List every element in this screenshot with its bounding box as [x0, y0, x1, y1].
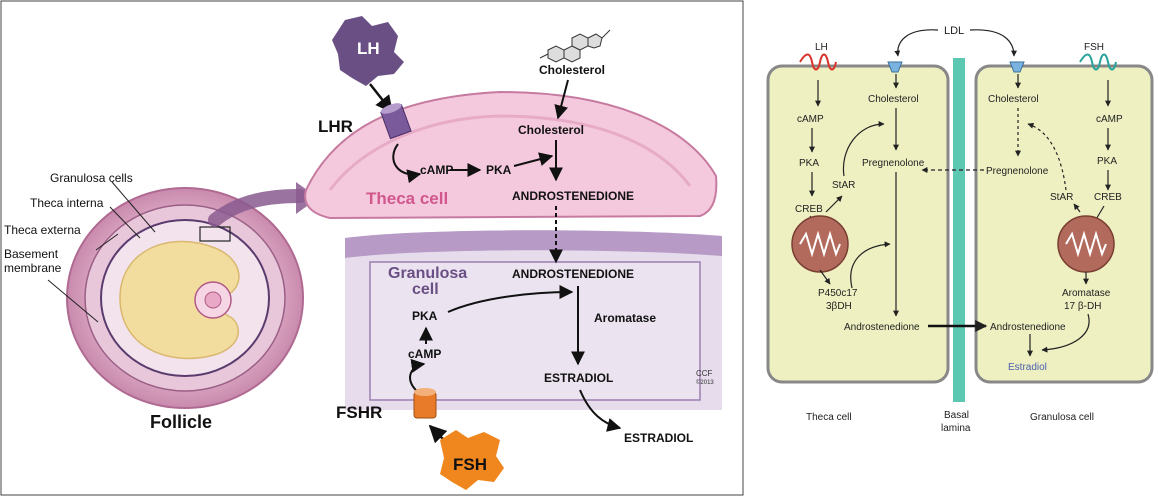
label-rp-aromatase: Aromatase [1062, 288, 1111, 299]
ldl-receptor-theca [887, 61, 903, 73]
label-theca-interna: Theca interna [30, 196, 104, 210]
label-rp-3bdh: 3βDH [826, 301, 852, 312]
label-theca-androstenedione: ANDROSTENEDIONE [512, 189, 634, 203]
label-theca-pka: PKA [486, 163, 512, 177]
label-rp-fsh: FSH [1084, 42, 1104, 53]
label-rp-theca-creb: CREB [795, 204, 823, 215]
credit-ccf: CCF [696, 369, 713, 378]
label-rp-gran-cholesterol: Cholesterol [988, 94, 1039, 105]
theca-dna-icon [799, 230, 841, 258]
label-granulosa-pka: PKA [412, 309, 438, 323]
label-cholesterol-top: Cholesterol [539, 63, 605, 77]
granulosa-cell-rect [974, 64, 1154, 384]
label-theca-cell: Theca cell [366, 189, 448, 208]
fsh-receptor-icon [1079, 53, 1117, 71]
label-rp-gran-creb: CREB [1094, 192, 1122, 203]
label-granulosa: Granulosa [388, 265, 467, 282]
label-membrane: membrane [4, 261, 62, 275]
label-rp-theca-star: StAR [832, 180, 855, 191]
label-rp-gran-pka: PKA [1097, 156, 1117, 167]
label-follicle: Follicle [150, 412, 212, 432]
label-rp-gran-star: StAR [1050, 192, 1073, 203]
label-rp-theca-androstenedione: Androstenedione [844, 322, 920, 333]
zoom-arrow [208, 189, 307, 227]
granulosa-dna-icon [1065, 230, 1107, 258]
lh-hormone-shape [332, 16, 404, 86]
label-rp-17bdh: 17 β-DH [1064, 301, 1101, 312]
label-rp-gran-androstenedione: Androstenedione [990, 322, 1066, 333]
label-granulosa-estradiol: ESTRADIOL [544, 371, 613, 385]
label-lamina: lamina [941, 423, 971, 434]
label-granulosa-camp: cAMP [408, 347, 441, 361]
lhr-receptor-shape [380, 103, 412, 140]
label-granulosa-cells: Granulosa cells [50, 171, 133, 185]
label-rp-theca-caption: Theca cell [806, 412, 852, 423]
label-theca-camp: cAMP [420, 163, 453, 177]
ldl-receptor-granulosa [1009, 61, 1025, 73]
label-rp-estradiol: Estradiol [1008, 362, 1047, 373]
label-rp-gran-pregnenolone: Pregnenolone [986, 166, 1049, 177]
label-lhr: LHR [318, 117, 353, 136]
basal-lamina-bar [953, 58, 965, 402]
credit-year: ©2013 [696, 379, 714, 386]
label-cholesterol: Cholesterol [518, 123, 584, 137]
label-ldl: LDL [944, 25, 964, 37]
label-estradiol-out: ESTRADIOL [624, 431, 693, 445]
label-rp-theca-pka: PKA [799, 158, 819, 169]
fsh-hormone-shape [440, 430, 504, 490]
label-granulosa-androstenedione: ANDROSTENEDIONE [512, 267, 634, 281]
label-granulosa-cell: cell [412, 281, 439, 298]
label-aromatase: Aromatase [594, 311, 656, 325]
label-rp-theca-pregnenolone: Pregnenolone [862, 158, 925, 169]
label-rp-p450c17: P450c17 [818, 288, 858, 299]
follicle-illustration [66, 187, 304, 409]
label-rp-gran-caption: Granulosa cell [1030, 412, 1094, 423]
label-basal: Basal [944, 410, 969, 421]
cholesterol-molecule-icon [539, 29, 611, 63]
right-panel: LDL LH FSH cAMP PKA CREB StAR P450c17 3β… [766, 25, 1154, 434]
label-rp-gran-camp: cAMP [1096, 114, 1123, 125]
label-rp-theca-cholesterol: Cholesterol [868, 94, 919, 105]
label-theca-externa: Theca externa [4, 223, 81, 237]
lh-receptor-icon [799, 53, 837, 71]
theca-cell-rect [766, 64, 950, 384]
label-rp-lh: LH [815, 42, 828, 53]
label-fsh: FSH [453, 455, 487, 474]
fshr-receptor-shape [413, 388, 437, 419]
label-basement: Basement [4, 247, 59, 261]
label-lh: LH [357, 39, 380, 58]
label-rp-theca-camp: cAMP [797, 114, 824, 125]
label-fshr: FSHR [336, 403, 382, 422]
